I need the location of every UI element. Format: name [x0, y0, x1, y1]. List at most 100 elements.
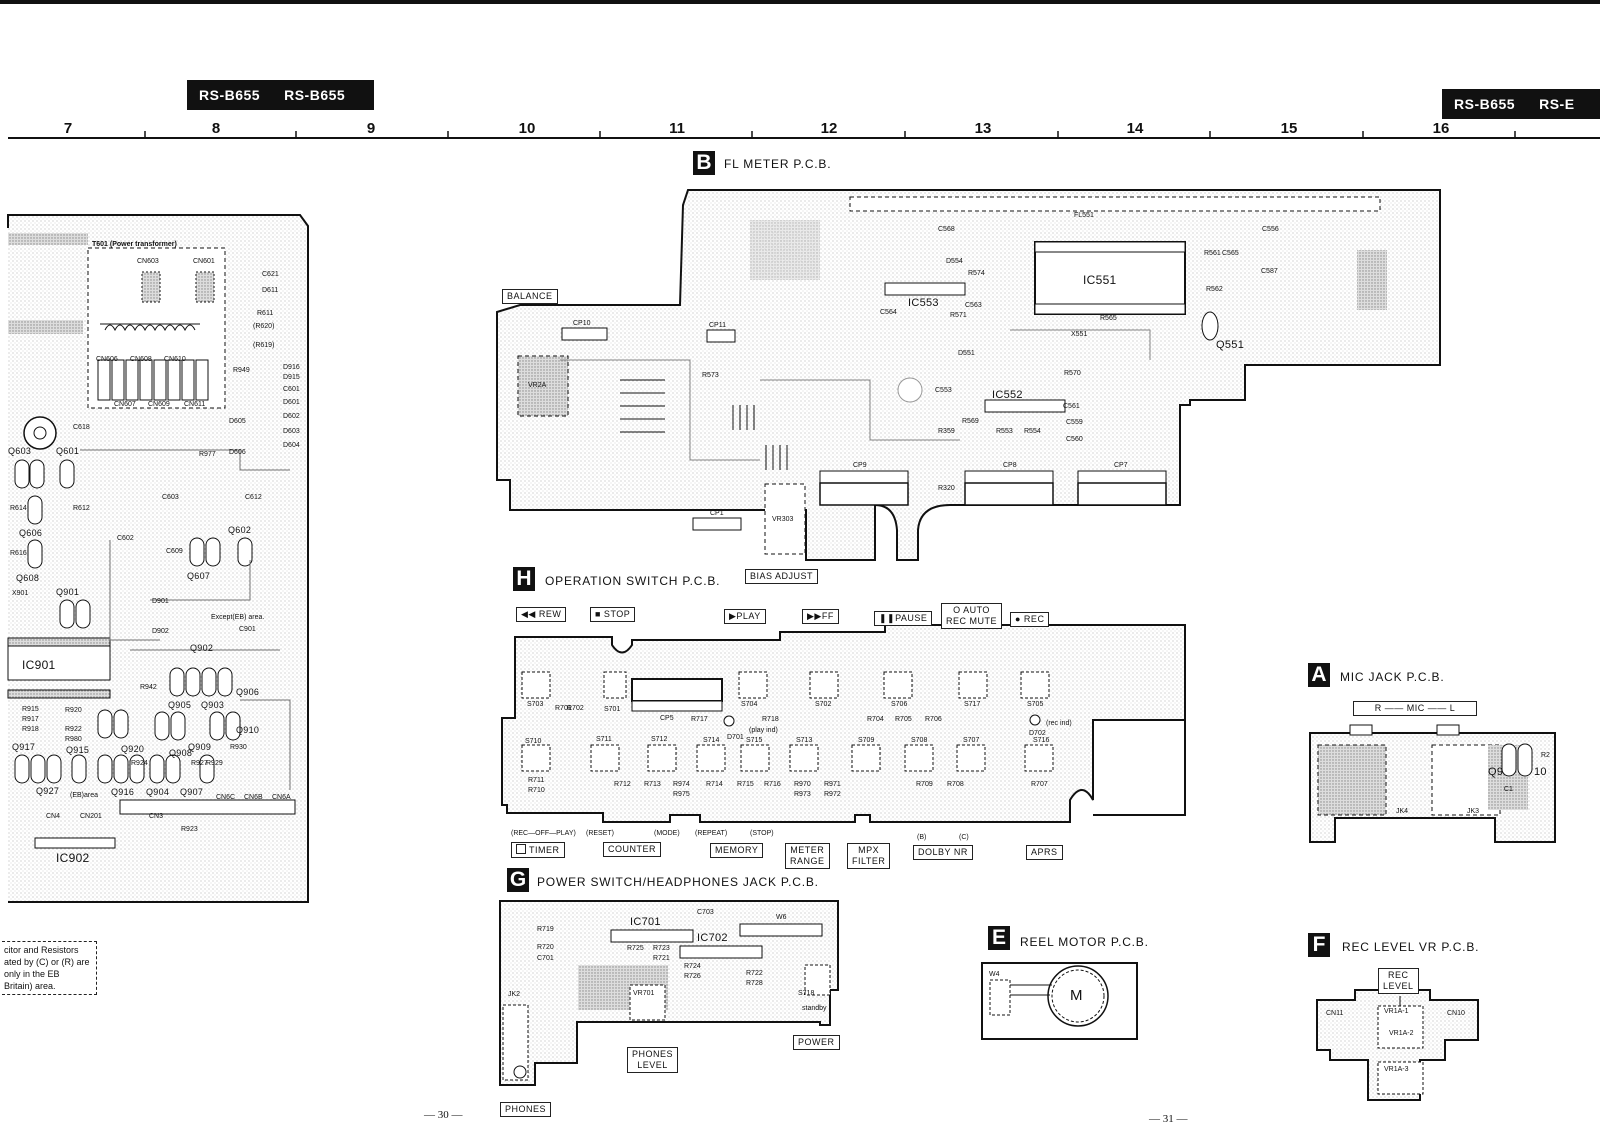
d702-label: D702: [1029, 730, 1046, 737]
x551-label: X551: [1071, 331, 1088, 338]
section-letter-f: F: [1308, 933, 1330, 957]
power-box: POWER: [793, 1035, 840, 1050]
q551-label: Q551: [1216, 339, 1245, 351]
r569-label: R569: [962, 418, 979, 425]
d701-label: D701: [727, 734, 744, 741]
fl551-label: FL551: [1074, 212, 1094, 219]
lb-label: C618: [73, 424, 90, 431]
meter-range-line: RANGE: [790, 856, 825, 866]
rec-level-line: REC: [1388, 970, 1409, 980]
note-line: citor and Resistors: [4, 945, 79, 955]
model-tag-text: RS-B655: [199, 87, 261, 103]
lb-label: Except(EB) area.: [211, 614, 265, 621]
resistor-label: R707: [1031, 781, 1048, 788]
caption-c: (C): [959, 834, 969, 841]
lb-label: CN606: [96, 356, 118, 363]
lb-label: R918: [22, 726, 39, 733]
switch-label: S704: [741, 701, 758, 708]
section-letter-h: H: [513, 567, 535, 591]
switch-label: S709: [858, 737, 875, 744]
switch-label: S707: [963, 737, 980, 744]
mpx-filter-line: MPX: [858, 845, 880, 855]
ic551-label: IC551: [1083, 273, 1117, 287]
q10-label: 10: [1534, 766, 1547, 778]
grid-number: 14: [1126, 120, 1144, 137]
lb-label: Q601: [56, 446, 80, 456]
eb-area-note: citor and Resistors ated by (C) or (R) a…: [2, 941, 97, 995]
lb-label: CN601: [193, 258, 215, 265]
mpx-filter-box: MPX FILTER: [847, 843, 891, 869]
lb-label: Q904: [146, 787, 170, 797]
lb-label: R612: [73, 505, 90, 512]
resistor-label: R970: [794, 781, 811, 788]
note-line: Britain) area.: [4, 981, 56, 991]
r573-label: R573: [702, 372, 719, 379]
section-title-reel-motor: REEL MOTOR P.C.B.: [1020, 935, 1149, 949]
d551-label: D551: [958, 350, 975, 357]
switch-label: S703: [527, 701, 544, 708]
lb-label: CN611: [184, 401, 206, 408]
section-letter-e: E: [988, 926, 1010, 950]
dolby-nr-box: DOLBY NR: [913, 845, 973, 860]
lb-label: Q917: [12, 742, 36, 752]
lb-label: C601: [283, 386, 300, 393]
r719-label: R719: [537, 926, 554, 933]
lb-label: D902: [152, 628, 169, 635]
r574-label: R574: [968, 270, 985, 277]
s718-label: S718: [798, 990, 815, 997]
lb-label: CN608: [130, 356, 152, 363]
w4-label: W4: [989, 971, 1000, 978]
lb-label: R917: [22, 716, 39, 723]
c556-label: C556: [1262, 226, 1279, 233]
caption-reset: (RESET): [586, 830, 614, 837]
section-title-mic-jack: MIC JACK P.C.B.: [1340, 670, 1445, 684]
lb-label: Q920: [121, 744, 145, 754]
note-line: only in the EB: [4, 969, 60, 979]
lb-label: Q607: [187, 571, 211, 581]
lb-label: R949: [233, 367, 250, 374]
resistor-label: R711: [528, 777, 545, 784]
r728-label: R728: [746, 980, 763, 987]
lb-label: Q901: [56, 587, 80, 597]
lb-label: Q903: [201, 700, 225, 710]
grid-number: 13: [974, 120, 992, 137]
lb-label: CN3: [149, 813, 164, 820]
transformer-label: T601 (Power transformer): [92, 241, 177, 248]
resistor-label: R972: [824, 791, 841, 798]
grid-number: 10: [518, 120, 536, 137]
auto-rec-mute-label: O AUTO REC MUTE: [941, 603, 1002, 629]
vr1a3-label: VR1A-3: [1384, 1066, 1409, 1073]
model-tag-text: RS-B655: [284, 87, 346, 103]
switch-label: S715: [746, 737, 763, 744]
stop-button-label: ■ STOP: [590, 607, 636, 622]
vr701-label: VR701: [633, 990, 655, 997]
lb-label: C609: [166, 548, 183, 555]
cp5-label: CP5: [660, 715, 674, 722]
jk3-label: JK3: [1467, 808, 1480, 815]
resistor-label: R971: [824, 781, 841, 788]
section-title-rec-level-vr: REC LEVEL VR P.C.B.: [1342, 940, 1480, 954]
r720-label: R720: [537, 944, 554, 951]
balance-label: BALANCE: [502, 289, 558, 304]
mic-bar: R —— MIC —— L: [1353, 701, 1477, 716]
grid-number: 16: [1432, 120, 1450, 137]
lb-label: (EB)area: [70, 792, 99, 799]
jk2-label: JK2: [508, 991, 521, 998]
auto-rec-mute-line: O AUTO: [953, 605, 990, 615]
rec-level-line: LEVEL: [1383, 981, 1414, 991]
ff-button-label: ▶▶FF: [802, 609, 839, 624]
ic552-label: IC552: [992, 389, 1023, 401]
cn10-label: CN10: [1447, 1010, 1465, 1017]
motor-icon: M: [1070, 987, 1083, 1004]
lb-label: CN201: [80, 813, 102, 820]
ic702-label: IC702: [697, 932, 728, 944]
lb-label: Q602: [228, 525, 252, 535]
cn11-label: CN11: [1326, 1010, 1344, 1017]
section-title-fl-meter: FL METER P.C.B.: [724, 157, 832, 171]
grid-number: 8: [211, 120, 221, 137]
r570-label: R570: [1064, 370, 1081, 377]
lb-label: Q606: [19, 528, 43, 538]
resistor-label: R705: [895, 716, 912, 723]
lb-label: CN607: [114, 401, 136, 408]
lb-label: R611: [257, 310, 274, 317]
